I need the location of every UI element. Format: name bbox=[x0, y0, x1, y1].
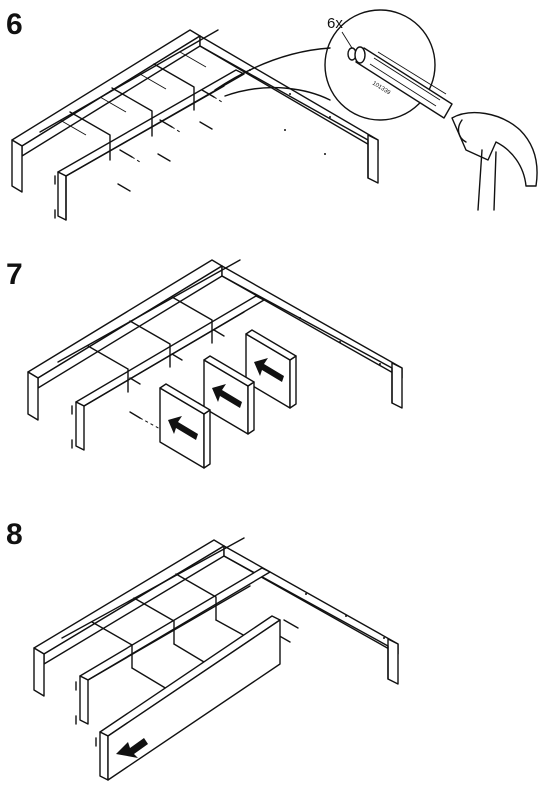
small-panel-3 bbox=[245, 329, 297, 409]
shelf-frame bbox=[27, 259, 403, 451]
quantity-label: 6x bbox=[327, 15, 343, 32]
hammer-icon bbox=[451, 111, 538, 211]
arrow-icon bbox=[212, 384, 242, 408]
step-number: 7 bbox=[6, 258, 23, 291]
step-8: 8 bbox=[0, 510, 544, 791]
small-panel-1 bbox=[159, 383, 211, 469]
arrow-icon bbox=[168, 416, 198, 440]
arrow-icon bbox=[116, 738, 148, 758]
step-number: 6 bbox=[6, 8, 23, 41]
step-6-illustration: 6x 101339 bbox=[11, 9, 538, 221]
long-panel bbox=[99, 615, 281, 781]
step-number: 8 bbox=[6, 518, 23, 551]
arrow-icon bbox=[254, 358, 284, 382]
shelf-frame bbox=[11, 29, 379, 221]
step-7: 7 bbox=[0, 250, 544, 510]
shelf-frame bbox=[33, 537, 399, 725]
step-6: 6 bbox=[0, 0, 544, 250]
dowel-icon bbox=[354, 46, 453, 119]
dowels bbox=[117, 89, 223, 192]
small-panel-2 bbox=[203, 355, 255, 435]
step-7-illustration bbox=[27, 259, 403, 469]
step-8-illustration bbox=[33, 537, 399, 781]
